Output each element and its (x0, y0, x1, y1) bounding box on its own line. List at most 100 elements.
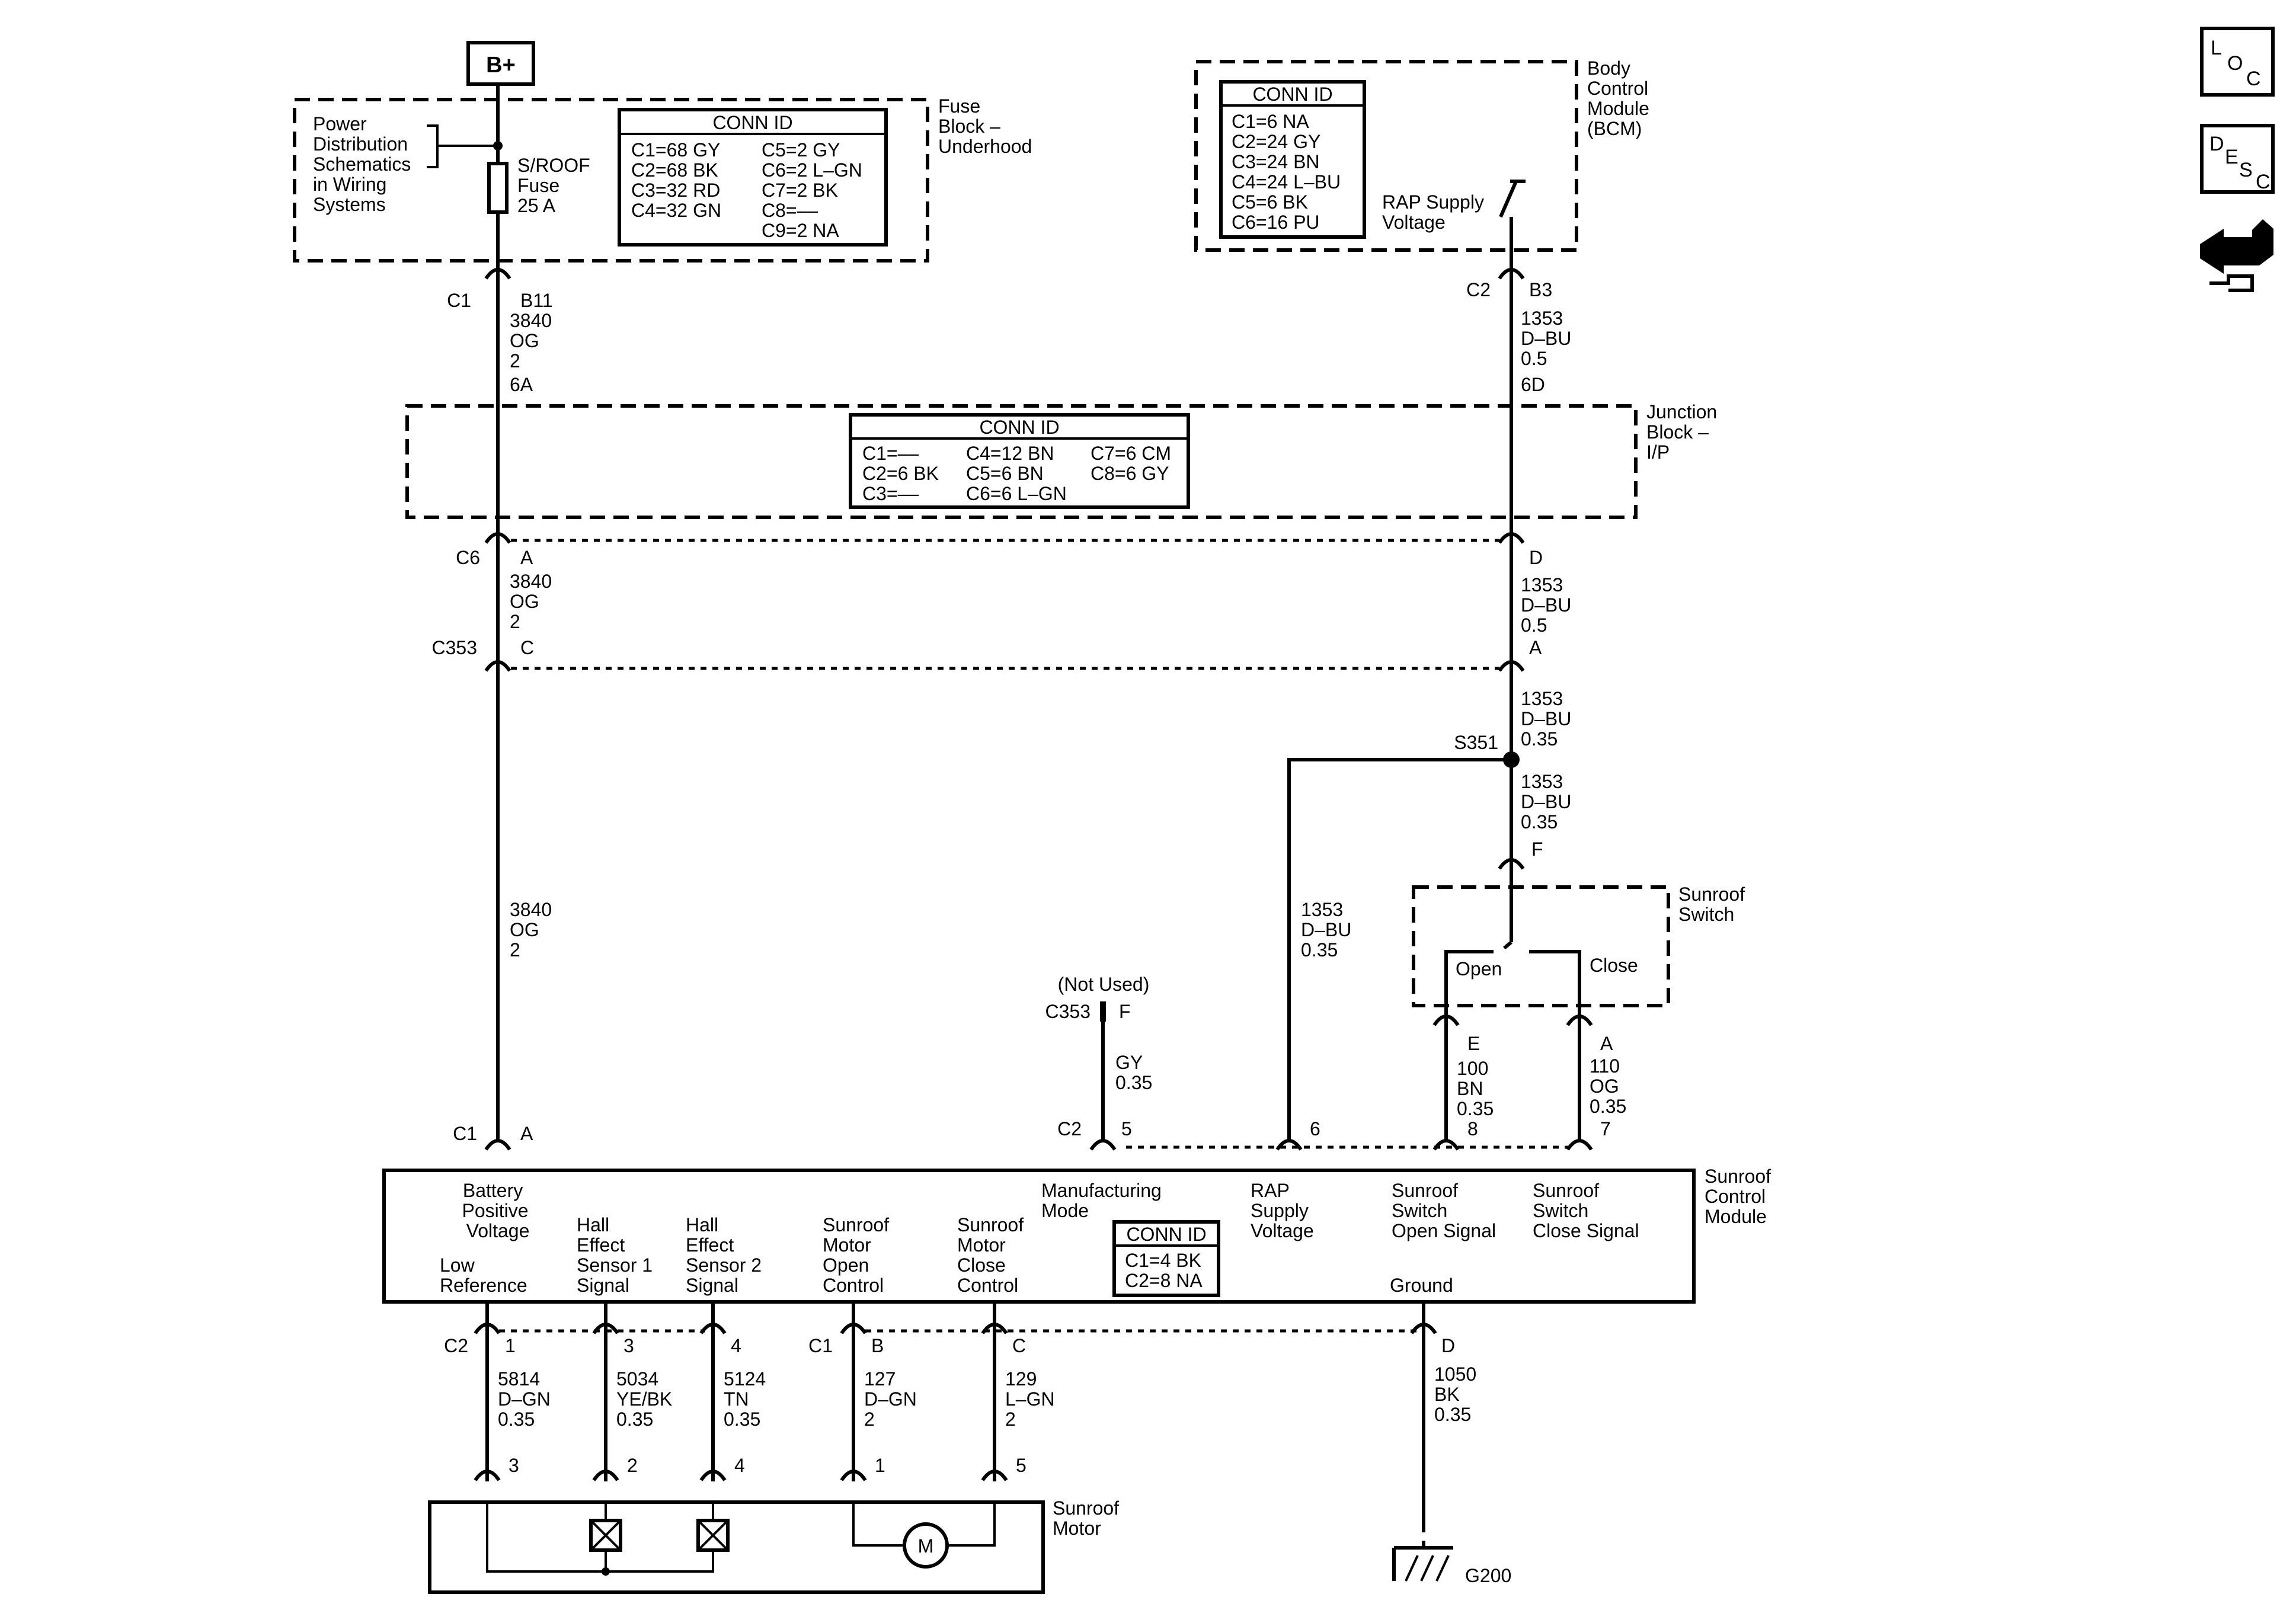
fuse-block-power-dist-lines-2-text: Schematics (313, 153, 411, 175)
scm-hall2-label: Hall Effect Sensor 2 Signal (686, 1214, 767, 1296)
icons-loc-1-text: O (2227, 52, 2243, 75)
bottom-lowref-wire-0-text: 5814 (498, 1368, 540, 1390)
body-control-module: Body Control Module (BCM) CONN ID C1=6 N… (1194, 57, 1655, 255)
left-circuit-wire3-0-text: 3840 (510, 899, 552, 920)
bcm-rap-lines-0-text: RAP Supply (1382, 191, 1484, 213)
bottom-motor-pins-0-text: 3 (509, 1455, 519, 1476)
scm-conn-lines: C1=4 BK C2=8 NA (1125, 1250, 1207, 1291)
sunroof-switch-name-lines-0-text: Sunroof (1678, 884, 1745, 905)
fuse-block-conn-col2-0-text: C5=2 GY (762, 139, 840, 161)
fuse-block-conn-col1-2-text: C3=32 RD (631, 180, 720, 201)
bcm-conn-id (1219, 80, 1366, 239)
scm-close-ctrl-lines-1-text: Motor (957, 1234, 1006, 1256)
junction-block-conn-id (849, 413, 1190, 509)
loc-icon[interactable]: L O C (2200, 27, 2275, 97)
ground-symbol (1392, 1546, 1453, 1582)
bottom-hall2-wire-2-text: 0.35 (724, 1409, 760, 1430)
right-circuit-wire3-0-text: 1353 (1521, 688, 1563, 709)
scm-open-ctrl-lines-1-text: Motor (823, 1234, 871, 1256)
bottom-close-pin-text: C (1012, 1335, 1026, 1356)
scm-mfg-lines-0-text: Manufacturing (1041, 1180, 1162, 1201)
scm-hall2-lines-3-text: Signal (686, 1275, 738, 1296)
scm-switch-open-label: Sunroof Switch Open Signal (1392, 1180, 1496, 1241)
sunroof-switch-name-lines-1-text: Switch (1678, 904, 1734, 925)
bcm-name: Body Control Module (BCM) (1587, 57, 1655, 139)
bottom-motor-pins-4-text: 5 (1016, 1455, 1027, 1476)
bottom-c2-conn-text: C2 (444, 1335, 468, 1356)
bcm-name-lines-2-text: Module (1587, 98, 1649, 119)
fuse-block-underhood: Fuse Block – Underhood Power Distributio… (293, 95, 1032, 263)
scm-close-ctrl-lines-2-text: Close (957, 1254, 1006, 1276)
hall-sensor-1 (589, 1519, 622, 1552)
bottom-ground-wire-1-text: BK (1434, 1384, 1460, 1405)
scm-open-ctrl-lines-2-text: Open (823, 1254, 869, 1276)
scm-mfg-lines-1-text: Mode (1041, 1200, 1089, 1221)
junction-block-conn-title-text: CONN ID (979, 417, 1059, 438)
right-circuit-bcm-pin-text: B3 (1529, 279, 1552, 300)
junction-block-ip: Junction Block – I/P CONN ID C1=–– C2=6 … (405, 401, 1717, 519)
scm-hall2-lines-0-text: Hall (686, 1214, 718, 1235)
motor-harness: C2 1 3 4 C1 B C D 5814 D–GN 0.35 5034 YE… (444, 1302, 1511, 1586)
scm-sw-open-lines-0-text: Sunroof (1392, 1180, 1458, 1201)
sunroof-switch-open-text: Open (1456, 958, 1502, 980)
left-circuit-wire3-1-text: OG (510, 919, 539, 940)
junction-block-conn-col3-0-text: C7=6 CM (1091, 443, 1171, 464)
fuse-block-power-dist-lines-1-text: Distribution (313, 133, 408, 155)
scm-sw-close-lines-1-text: Switch (1533, 1200, 1588, 1221)
left-circuit-jb-in-pin-text: 6A (510, 374, 533, 395)
scm-rap-lines-1-text: Supply (1251, 1200, 1309, 1221)
scm-open-control-label: Sunroof Motor Open Control (823, 1214, 894, 1296)
sunroof-switch-close-wire-2-text: 0.35 (1590, 1096, 1626, 1117)
left-circuit-c6-pin-text: A (520, 547, 533, 568)
bottom-motor-pins-1-text: 2 (627, 1455, 638, 1476)
sunroof-switch-open-wire-2-text: 0.35 (1457, 1098, 1494, 1119)
scm-hall1-lines-0-text: Hall (577, 1214, 609, 1235)
wire-1353-label-1: 1353 D–BU 0.5 (1521, 308, 1576, 369)
scm-sw-open-lines-2-text: Open Signal (1392, 1220, 1496, 1241)
left-circuit-c353-pin-text: C (520, 637, 534, 658)
right-circuit-bcm-conn-text: C2 (1466, 279, 1491, 300)
right-circuit-rap-wire-1-text: D–BU (1301, 919, 1351, 940)
desc-icon[interactable]: D E S C (2200, 124, 2275, 194)
fuse-block-conn-col1-3-text: C4=32 GN (631, 200, 721, 221)
sunroof-switch: Sunroof Switch Open Close E A 100 BN 0.3… (1412, 884, 1750, 1151)
bottom-lowref-pin-text: 1 (505, 1335, 516, 1356)
fuse-block-name-lines-2-text: Underhood (938, 136, 1032, 157)
scm-battery-lines-0-text: Battery (463, 1180, 523, 1201)
connector-pinout-icon[interactable] (2200, 219, 2273, 292)
bcm-conn-lines-4-text: C5=6 BK (1232, 191, 1308, 213)
power-distribution-reference: Power Distribution Schematics in Wiring … (313, 113, 416, 215)
scm-hall1-lines-1-text: Effect (577, 1234, 625, 1256)
scm-battery-lines-1-text: Positive (462, 1200, 529, 1221)
sunroof-motor-name: Sunroof Motor (1053, 1497, 1124, 1539)
right-circuit-wire4-0-text: 1353 (1521, 771, 1563, 792)
wire-1353-label-2: 1353 D–BU 0.5 (1521, 574, 1576, 636)
scm-hall2-lines-1-text: Effect (686, 1234, 734, 1256)
bcm-conn-title-text: CONN ID (1252, 84, 1332, 105)
sunroof-switch-name: Sunroof Switch (1678, 884, 1750, 925)
bottom-hall1-pin-text: 3 (623, 1335, 634, 1356)
bottom-ground-label-text: G200 (1465, 1565, 1511, 1586)
bottom-lowref-wire-2-text: 0.35 (498, 1409, 535, 1430)
junction-block-conn-col1-0-text: C1=–– (862, 443, 919, 464)
sunroof-switch-open-wire-0-text: 100 (1457, 1058, 1488, 1079)
junction-block-conn-col1-2-text: C3=–– (862, 483, 919, 504)
bottom-hall1-wire-1-text: YE/BK (616, 1388, 672, 1410)
right-circuit-switch-pin-text: F (1531, 838, 1543, 860)
mfg-mode-wire-1-text: 0.35 (1115, 1072, 1152, 1093)
sunroof-switch-scm-close-pin-text: 7 (1600, 1118, 1611, 1140)
scm-name-lines-1-text: Control (1705, 1186, 1766, 1207)
fuse-block-conn-col1-0-text: C1=68 GY (631, 139, 720, 161)
right-circuit-wire4-1-text: D–BU (1521, 791, 1571, 812)
jb-conn-col1: C1=–– C2=6 BK C3=–– (862, 443, 944, 504)
scm-hall1-lines-2-text: Sensor 1 (577, 1254, 653, 1276)
mfg-mode-scm-conn-text: C2 (1057, 1118, 1082, 1140)
bottom-motor-pins-3-text: 1 (875, 1455, 885, 1476)
fuse-block-conn-col1: C1=68 GY C2=68 BK C3=32 RD C4=32 GN (631, 139, 725, 221)
battery-label: B+ (486, 53, 516, 78)
wire-1050-label: 1050 BK 0.35 (1434, 1363, 1482, 1425)
circuit-1353: C2 B3 1353 D–BU 0.5 6D D 1353 D–BU 0.5 A… (1275, 255, 1576, 1151)
junction-block-name-lines-1-text: Block – (1646, 421, 1709, 443)
bcm-rap-label: RAP Supply Voltage (1382, 191, 1489, 233)
fuse-symbol (487, 162, 509, 214)
